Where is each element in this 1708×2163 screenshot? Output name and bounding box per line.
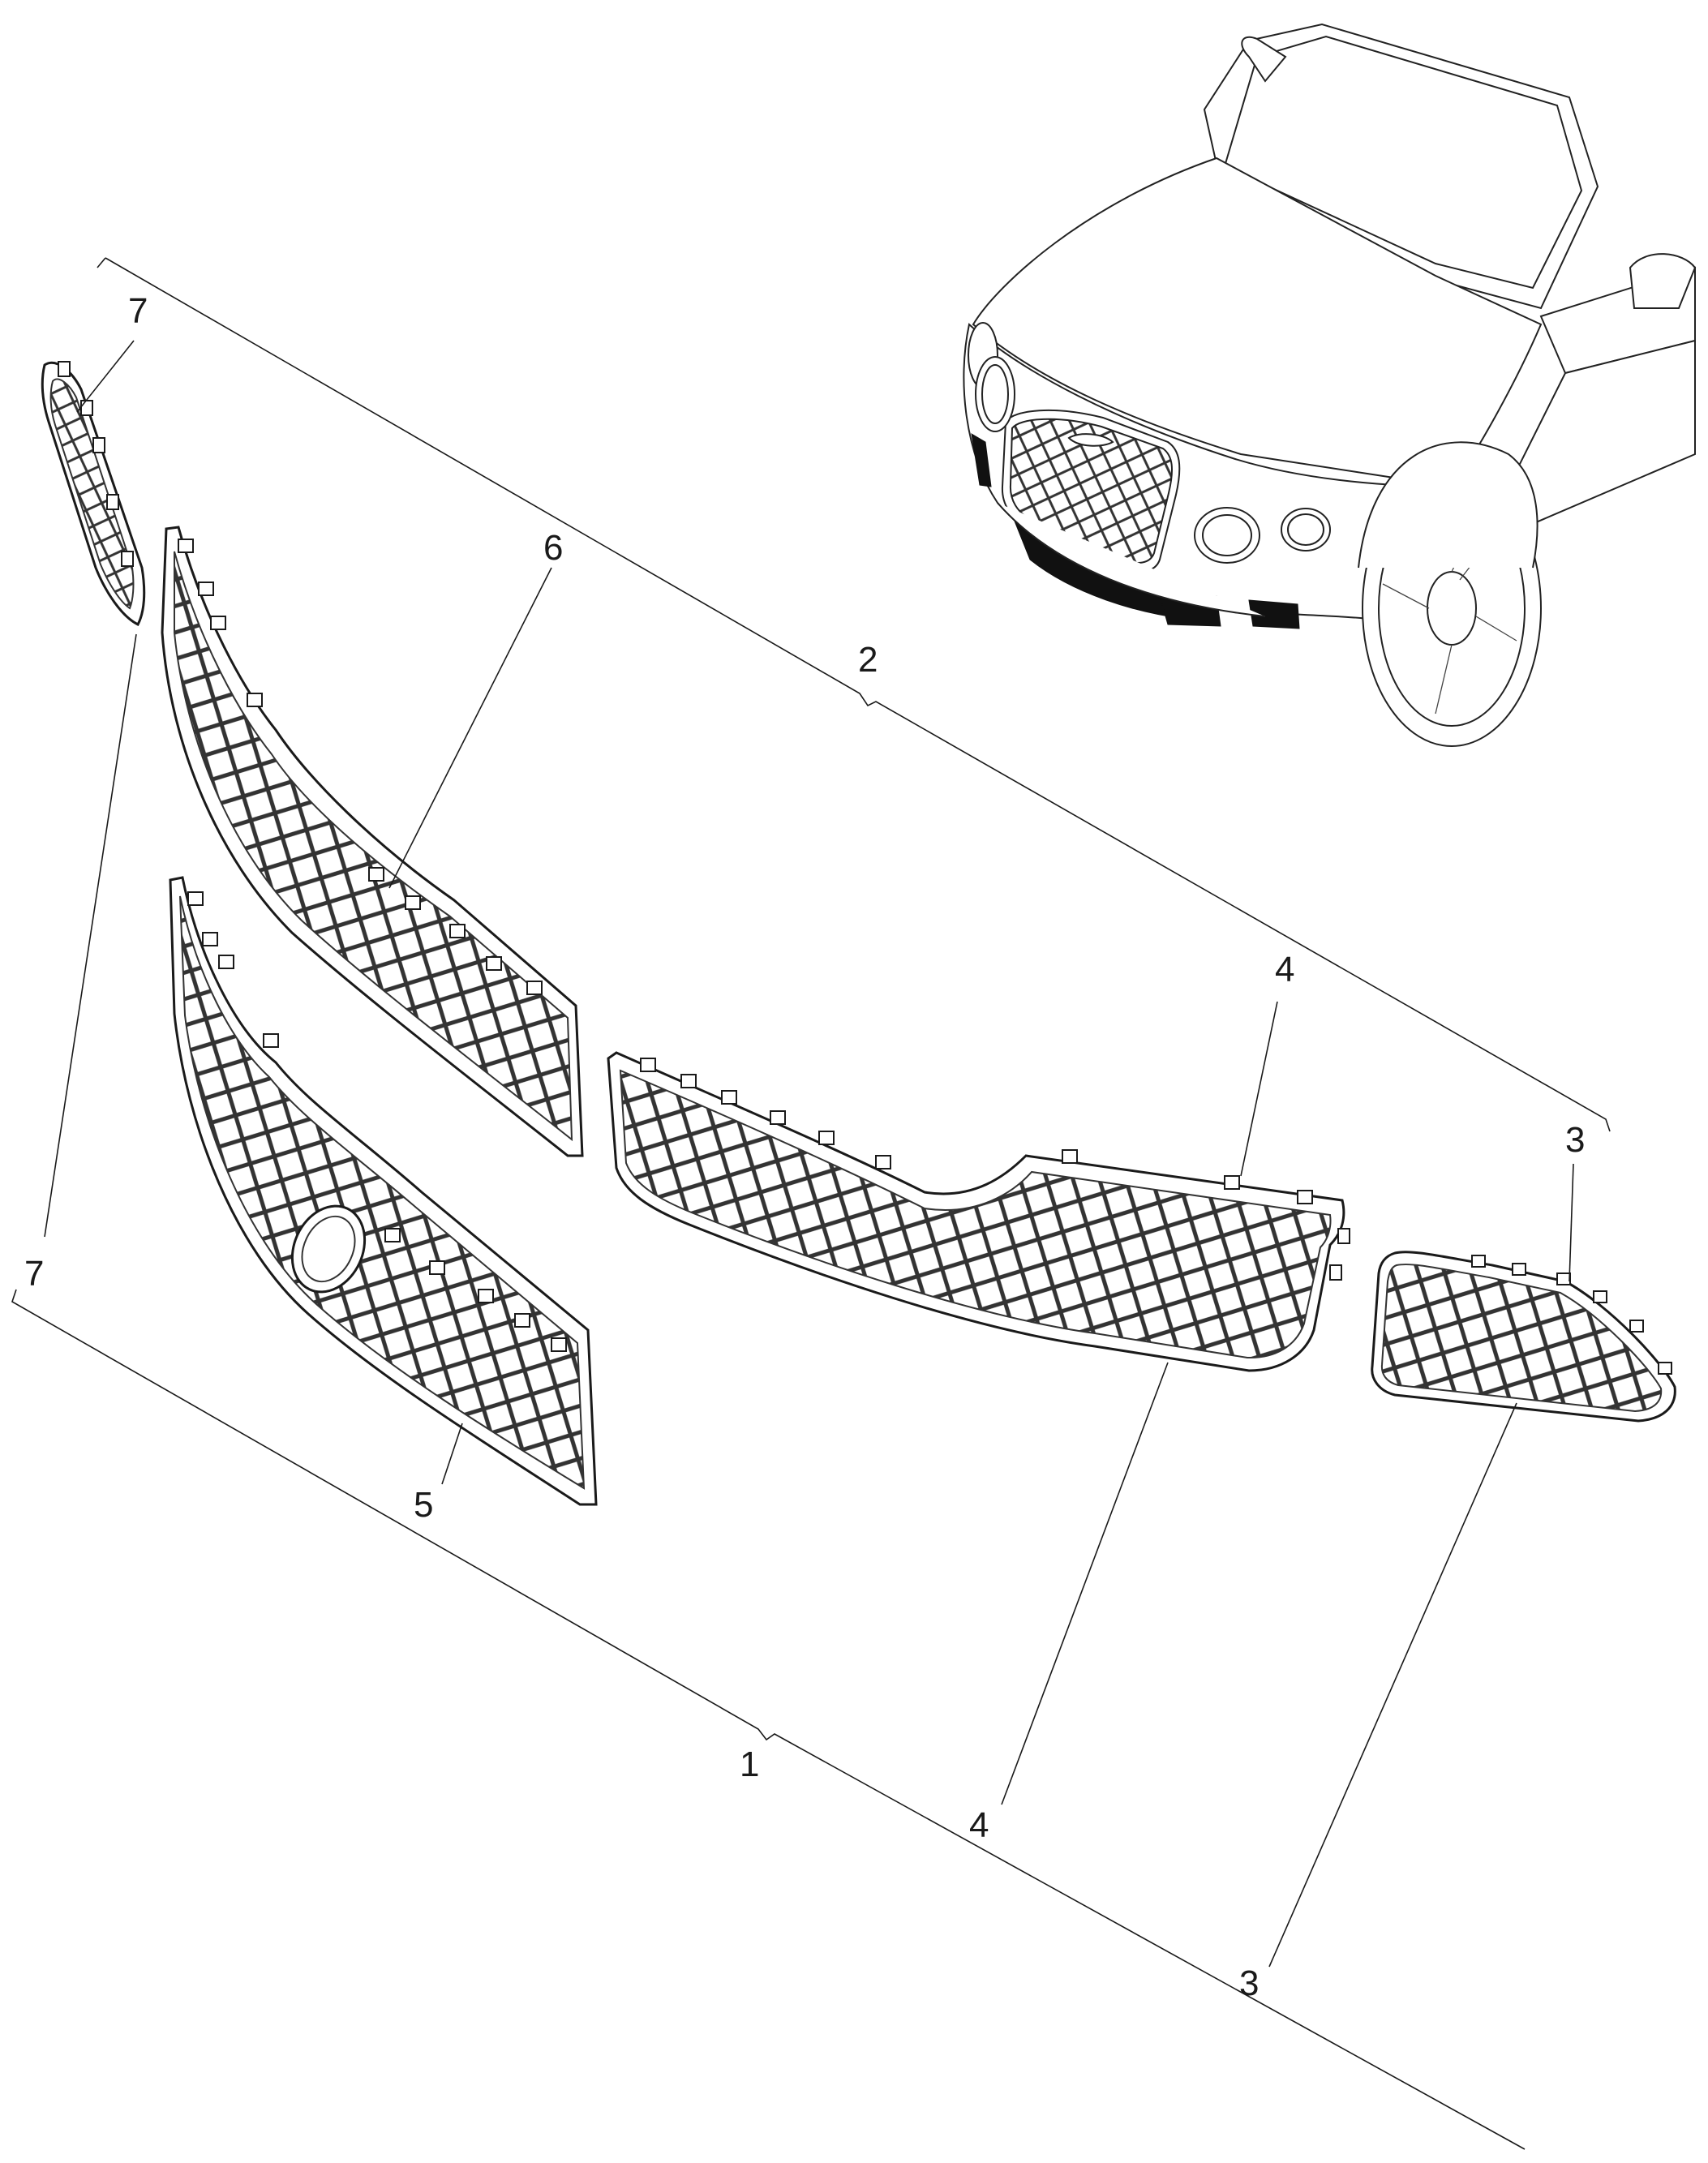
part-7-small-grille <box>41 361 146 626</box>
part-3-right-grille <box>1371 1251 1676 1423</box>
callout-4-top: 4 <box>1275 950 1294 989</box>
callout-1: 1 <box>740 1745 759 1784</box>
callout-2: 2 <box>858 640 878 680</box>
callout-5: 5 <box>414 1485 433 1525</box>
leader-lines <box>44 340 1574 1968</box>
callout-labels: 7 6 2 4 3 7 5 1 4 3 <box>24 291 1585 2003</box>
callout-3-top: 3 <box>1565 1120 1585 1160</box>
callout-7-bottom: 7 <box>24 1254 44 1294</box>
part-5-lower-grille <box>169 876 598 1506</box>
assembly-bracket-2 <box>97 257 1611 1132</box>
callout-7-top: 7 <box>128 291 148 331</box>
callout-3-bottom: 3 <box>1239 1963 1259 2003</box>
callout-4-bottom: 4 <box>969 1805 989 1845</box>
part-4-center-grille <box>607 1051 1350 1372</box>
callout-6: 6 <box>543 528 563 568</box>
vehicle-illustration <box>963 23 1697 747</box>
part-6-upper-grille <box>161 526 584 1157</box>
assembly-bracket-1 <box>11 1289 1526 2150</box>
